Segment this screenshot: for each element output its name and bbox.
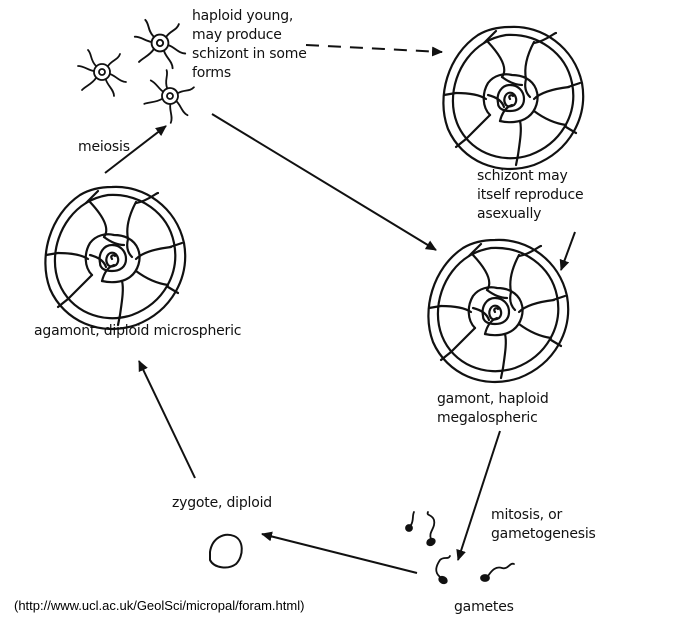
haploid-young-label: haploid young, may produce schizont in s… <box>192 7 307 83</box>
agamont-foram-shell <box>44 185 187 331</box>
label-line: megalospheric <box>437 410 538 426</box>
label-line: forms <box>192 65 231 81</box>
arrow-gametes-to-zygote <box>261 531 418 574</box>
schizont-label: schizont may itself reproduce asexually <box>477 167 584 224</box>
schizont-foram-shell <box>442 25 585 171</box>
label-line: haploid young, <box>192 8 294 24</box>
label-line: gametogenesis <box>491 526 596 542</box>
dashed-arrow-young-to-schizont <box>305 44 443 57</box>
arrow-zygote-to-agamont <box>138 360 196 479</box>
arrow-schizont-to-gamont <box>559 231 576 271</box>
haploid-young-cell <box>77 49 127 97</box>
cycle-arrows <box>104 44 576 574</box>
label-line: schizont in some <box>192 46 307 62</box>
label-line: may produce <box>192 27 282 43</box>
haploid-young-cell <box>133 18 187 70</box>
label-line: schizont may <box>477 168 568 184</box>
arrow-young-to-gamont <box>211 113 437 251</box>
source-url-caption: (http://www.ucl.ac.uk/GeolSci/micropal/f… <box>14 598 305 613</box>
label-line: itself reproduce <box>477 187 584 203</box>
gamont-label: gamont, haploid megalospheric <box>437 390 549 428</box>
label-line: gamont, haploid <box>437 391 549 407</box>
mitosis-label: mitosis, or gametogenesis <box>491 506 596 544</box>
label-line: mitosis, or <box>491 507 563 523</box>
gametes-label: gametes <box>454 599 514 615</box>
arrow-gamont-to-gametes <box>456 430 501 561</box>
gametes-group <box>405 511 515 585</box>
zygote-cell <box>209 533 243 569</box>
arrow-agamont-to-young <box>104 125 167 174</box>
zygote-label: zygote, diploid <box>172 495 272 511</box>
meiosis-label: meiosis <box>78 139 130 155</box>
agamont-label: agamont, diploid microspheric <box>34 323 242 339</box>
label-line: asexually <box>477 206 542 222</box>
gamont-foram-shell <box>427 238 570 384</box>
